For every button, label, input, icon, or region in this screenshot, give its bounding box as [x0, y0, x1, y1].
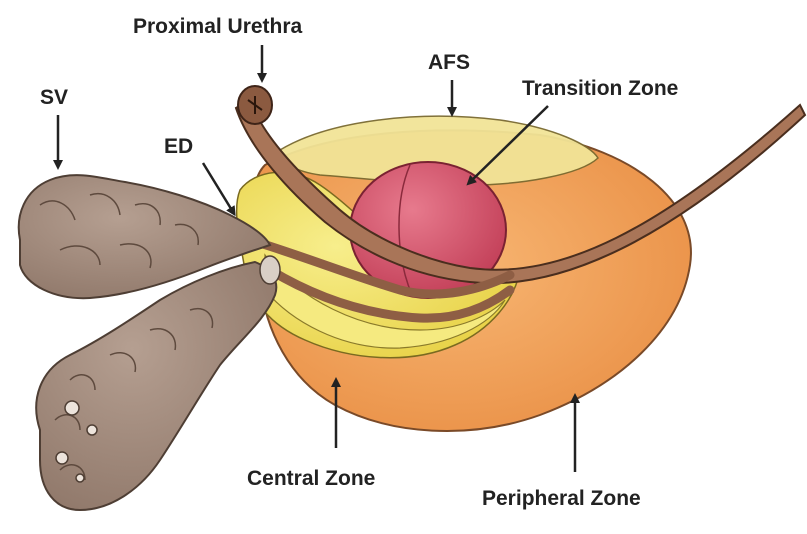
seminal-vesicle-lumen-4: [76, 474, 84, 482]
label-central-zone: Central Zone: [247, 468, 375, 489]
label-transition-zone: Transition Zone: [522, 78, 678, 99]
label-ed: ED: [164, 136, 193, 157]
seminal-vesicle-lumen-2: [87, 425, 97, 435]
label-afs: AFS: [428, 52, 470, 73]
label-proximal-urethra: Proximal Urethra: [133, 16, 302, 37]
label-sv: SV: [40, 87, 68, 108]
seminal-vesicle-duct-end: [260, 256, 280, 284]
seminal-vesicle-lumen-3: [56, 452, 68, 464]
label-peripheral-zone: Peripheral Zone: [482, 488, 641, 509]
seminal-vesicle-lower: [36, 262, 276, 510]
seminal-vesicle-lumen-1: [65, 401, 79, 415]
